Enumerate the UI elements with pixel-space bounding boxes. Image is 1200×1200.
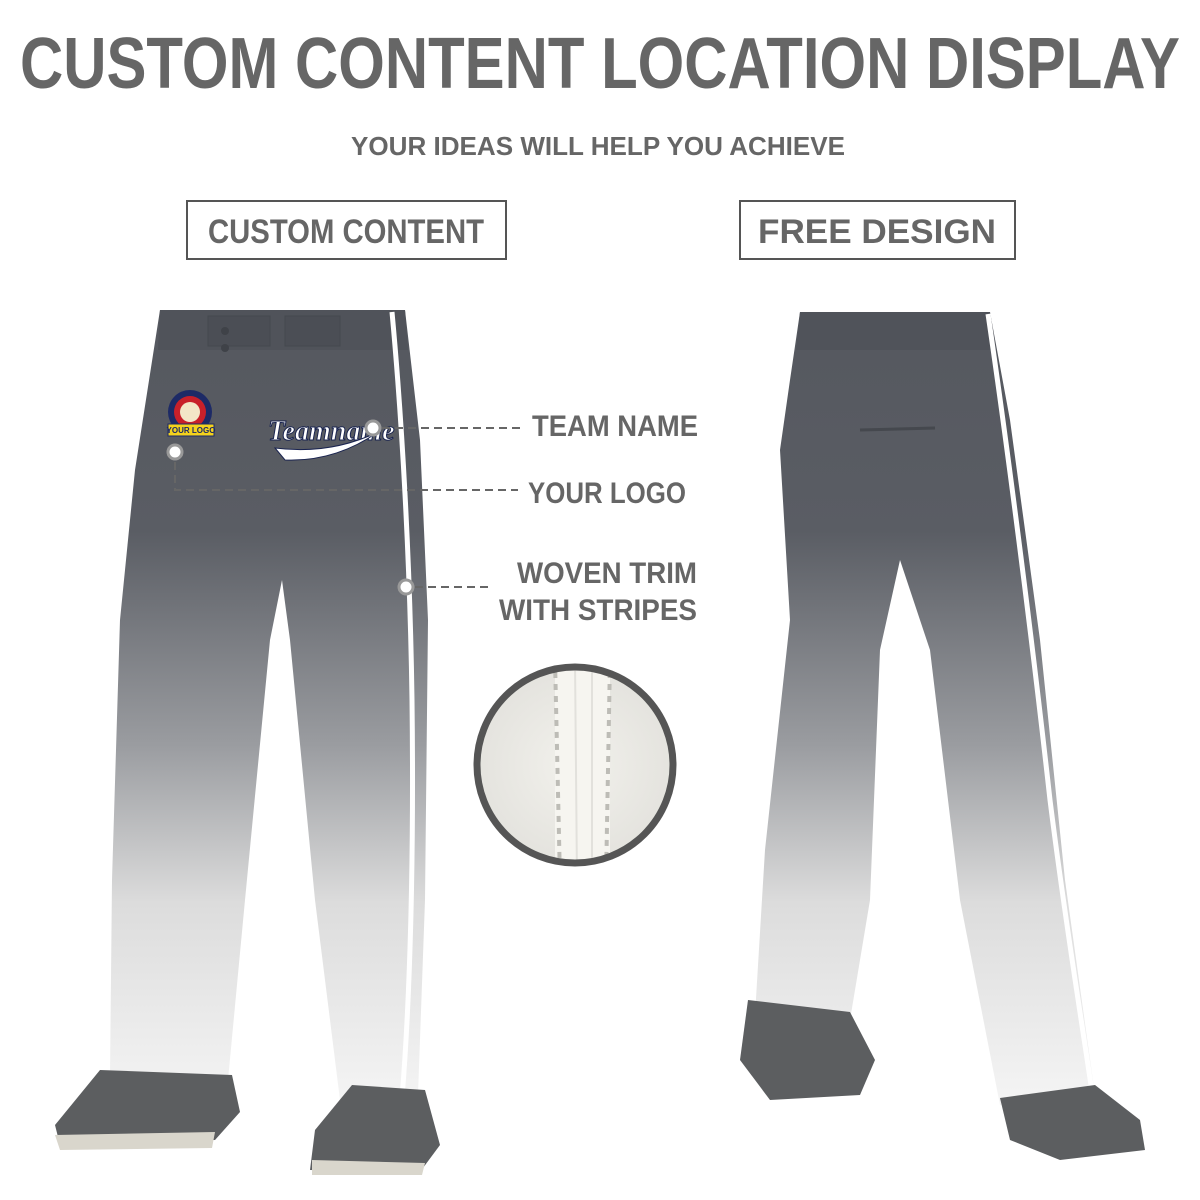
trim-label-line1: WOVEN TRIM bbox=[517, 557, 697, 590]
custom-content-label: CUSTOM CONTENT bbox=[208, 213, 484, 251]
custom-content-box bbox=[186, 200, 507, 260]
trim-closeup bbox=[473, 663, 677, 867]
left-shoe bbox=[55, 1070, 240, 1145]
back-pants bbox=[740, 312, 1145, 1160]
front-pants: YOUR LOGO Teamname bbox=[55, 310, 440, 1175]
page-title: CUSTOM CONTENT LOCATION DISPLAY bbox=[20, 24, 1180, 104]
right-shoe bbox=[310, 1085, 440, 1172]
your-logo-label: YOUR LOGO bbox=[528, 477, 686, 510]
side-piping bbox=[389, 311, 416, 1099]
free-design-label: FREE DESIGN bbox=[758, 213, 996, 251]
trim-label-line2: WITH STRIPES bbox=[499, 594, 697, 627]
back-left-shoe bbox=[740, 1000, 875, 1100]
back-side-piping bbox=[985, 313, 1095, 1093]
free-design-box bbox=[739, 200, 1016, 260]
logo-marker bbox=[166, 443, 184, 461]
team-name-label: TEAM NAME bbox=[532, 410, 698, 443]
team-name-marker bbox=[364, 419, 382, 437]
callouts: TEAM NAME YOUR LOGO WOVEN TRIM WITH STRI… bbox=[166, 410, 698, 627]
logo-text: YOUR LOGO bbox=[167, 426, 216, 435]
back-right-shoe bbox=[1000, 1085, 1145, 1160]
page-subtitle: YOUR IDEAS WILL HELP YOU ACHIEVE bbox=[351, 131, 845, 161]
trim-marker bbox=[397, 578, 415, 596]
